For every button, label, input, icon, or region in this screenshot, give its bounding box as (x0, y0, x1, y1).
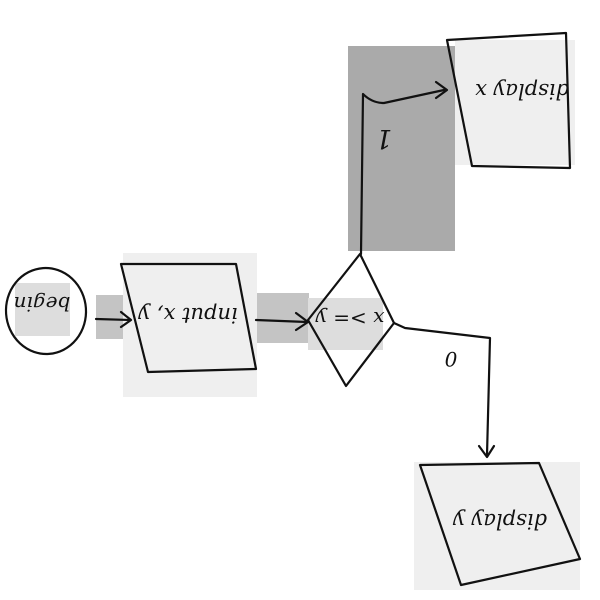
highlight-start-label (15, 283, 70, 336)
edge-false-label: 0 (444, 347, 457, 371)
output-false-shape (418, 461, 582, 587)
output-true-label: display x (475, 79, 569, 103)
highlight-input-box (123, 253, 257, 397)
input-label: input x, y (137, 303, 238, 327)
output-false-label: display y (452, 509, 547, 533)
highlight-output-true-box (455, 40, 575, 165)
output-true-shape (445, 31, 572, 170)
input-shape (119, 262, 258, 374)
edge-false: 0 (392, 321, 496, 459)
start-node: begin (4, 266, 88, 356)
decision-label: x >= y (315, 307, 385, 331)
decision-node: x >= y (306, 252, 396, 388)
arrow-start-to-input (94, 310, 133, 329)
highlight-arrowhead (435, 58, 453, 110)
output-false-node: display y (418, 461, 582, 587)
highlight-arrow-input-decision (257, 293, 309, 343)
decision-shape (306, 252, 396, 388)
input-node: input x, y (119, 262, 258, 374)
start-oval (4, 266, 88, 356)
edge-true: 1 (359, 80, 449, 256)
edge-true-label: 1 (376, 123, 393, 153)
start-label: begin (14, 292, 71, 316)
output-true-node: display x (445, 31, 572, 170)
